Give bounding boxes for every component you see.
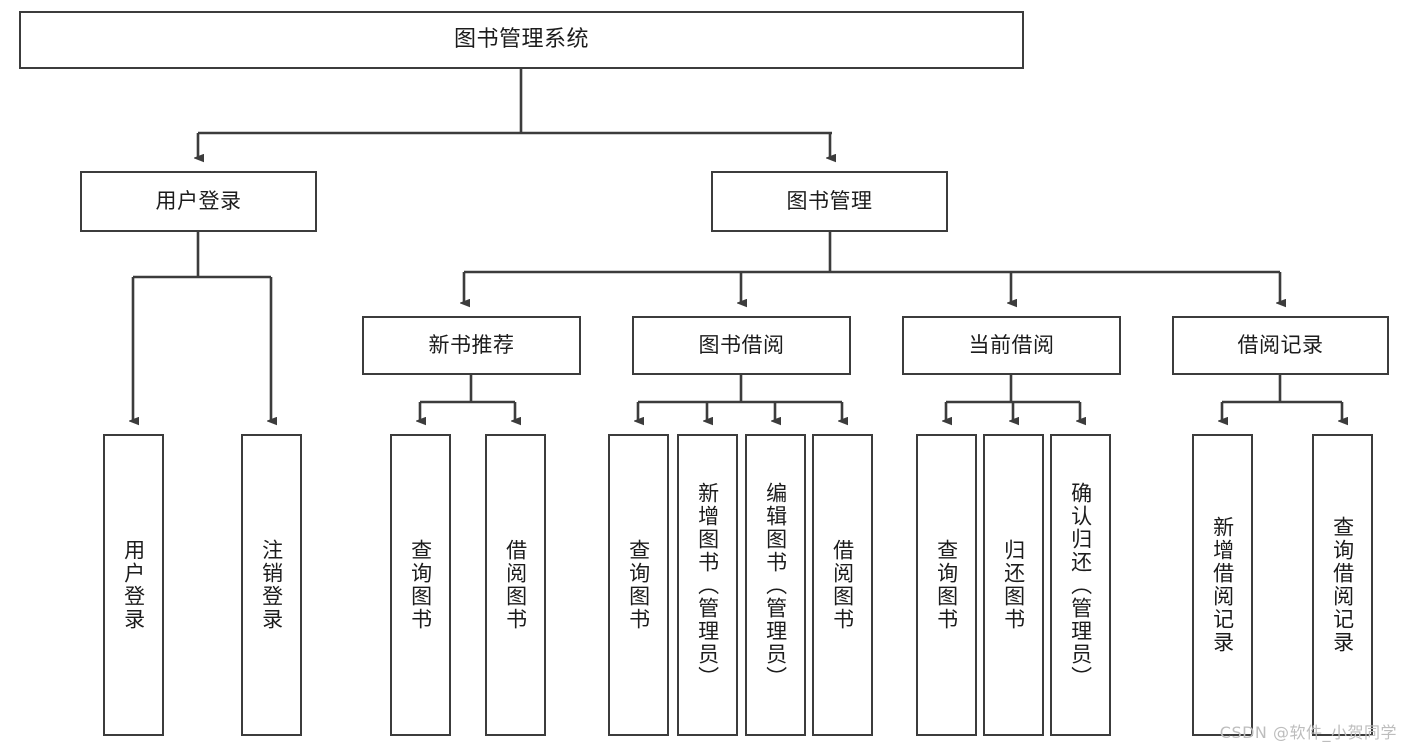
node-leaf-user-logout-label: 注销登录	[259, 539, 284, 631]
node-leaf-query-book-3[interactable]: 查询图书	[916, 434, 977, 736]
node-leaf-query-book-2[interactable]: 查询图书	[608, 434, 669, 736]
node-leaf-add-book-admin[interactable]: 新增图书（管理员）	[677, 434, 738, 736]
node-user-login[interactable]: 用户登录	[80, 171, 317, 232]
node-leaf-query-book-2-label: 查询图书	[626, 539, 651, 631]
node-leaf-query-book-3-label: 查询图书	[934, 539, 959, 631]
node-leaf-borrow-book-2-label: 借阅图书	[830, 539, 855, 631]
node-leaf-query-book-1[interactable]: 查询图书	[390, 434, 451, 736]
node-current-borrow[interactable]: 当前借阅	[902, 316, 1121, 375]
node-leaf-user-login-label: 用户登录	[121, 539, 146, 631]
node-leaf-return-book-label: 归还图书	[1001, 539, 1026, 631]
node-leaf-user-logout[interactable]: 注销登录	[241, 434, 302, 736]
node-leaf-confirm-return-admin-label: 确认归还（管理员）	[1068, 481, 1093, 689]
node-leaf-query-borrow-record[interactable]: 查询借阅记录	[1312, 434, 1373, 736]
node-book-manage[interactable]: 图书管理	[711, 171, 948, 232]
node-new-book-recommend-label: 新书推荐	[428, 332, 515, 357]
watermark: CSDN @软件_小贺同学	[1219, 723, 1397, 742]
node-leaf-add-borrow-record[interactable]: 新增借阅记录	[1192, 434, 1253, 736]
node-leaf-query-borrow-record-label: 查询借阅记录	[1330, 516, 1355, 654]
node-root-label: 图书管理系统	[453, 26, 589, 52]
node-borrow-record-label: 借阅记录	[1237, 332, 1324, 357]
node-book-manage-label: 图书管理	[786, 188, 873, 213]
node-root[interactable]: 图书管理系统	[19, 11, 1024, 69]
node-leaf-borrow-book-2[interactable]: 借阅图书	[812, 434, 873, 736]
node-leaf-user-login[interactable]: 用户登录	[103, 434, 164, 736]
node-leaf-borrow-book-1[interactable]: 借阅图书	[485, 434, 546, 736]
node-book-borrow-label: 图书借阅	[698, 332, 785, 357]
node-leaf-return-book[interactable]: 归还图书	[983, 434, 1044, 736]
node-current-borrow-label: 当前借阅	[968, 332, 1055, 357]
node-leaf-borrow-book-1-label: 借阅图书	[503, 539, 528, 631]
node-book-borrow[interactable]: 图书借阅	[632, 316, 851, 375]
node-leaf-edit-book-admin[interactable]: 编辑图书（管理员）	[745, 434, 806, 736]
node-new-book-recommend[interactable]: 新书推荐	[362, 316, 581, 375]
node-user-login-label: 用户登录	[155, 188, 242, 213]
node-leaf-confirm-return-admin[interactable]: 确认归还（管理员）	[1050, 434, 1111, 736]
node-leaf-query-book-1-label: 查询图书	[408, 539, 433, 631]
node-leaf-edit-book-admin-label: 编辑图书（管理员）	[763, 481, 788, 689]
node-borrow-record[interactable]: 借阅记录	[1172, 316, 1389, 375]
node-leaf-add-book-admin-label: 新增图书（管理员）	[695, 481, 720, 689]
node-leaf-add-borrow-record-label: 新增借阅记录	[1210, 516, 1235, 654]
